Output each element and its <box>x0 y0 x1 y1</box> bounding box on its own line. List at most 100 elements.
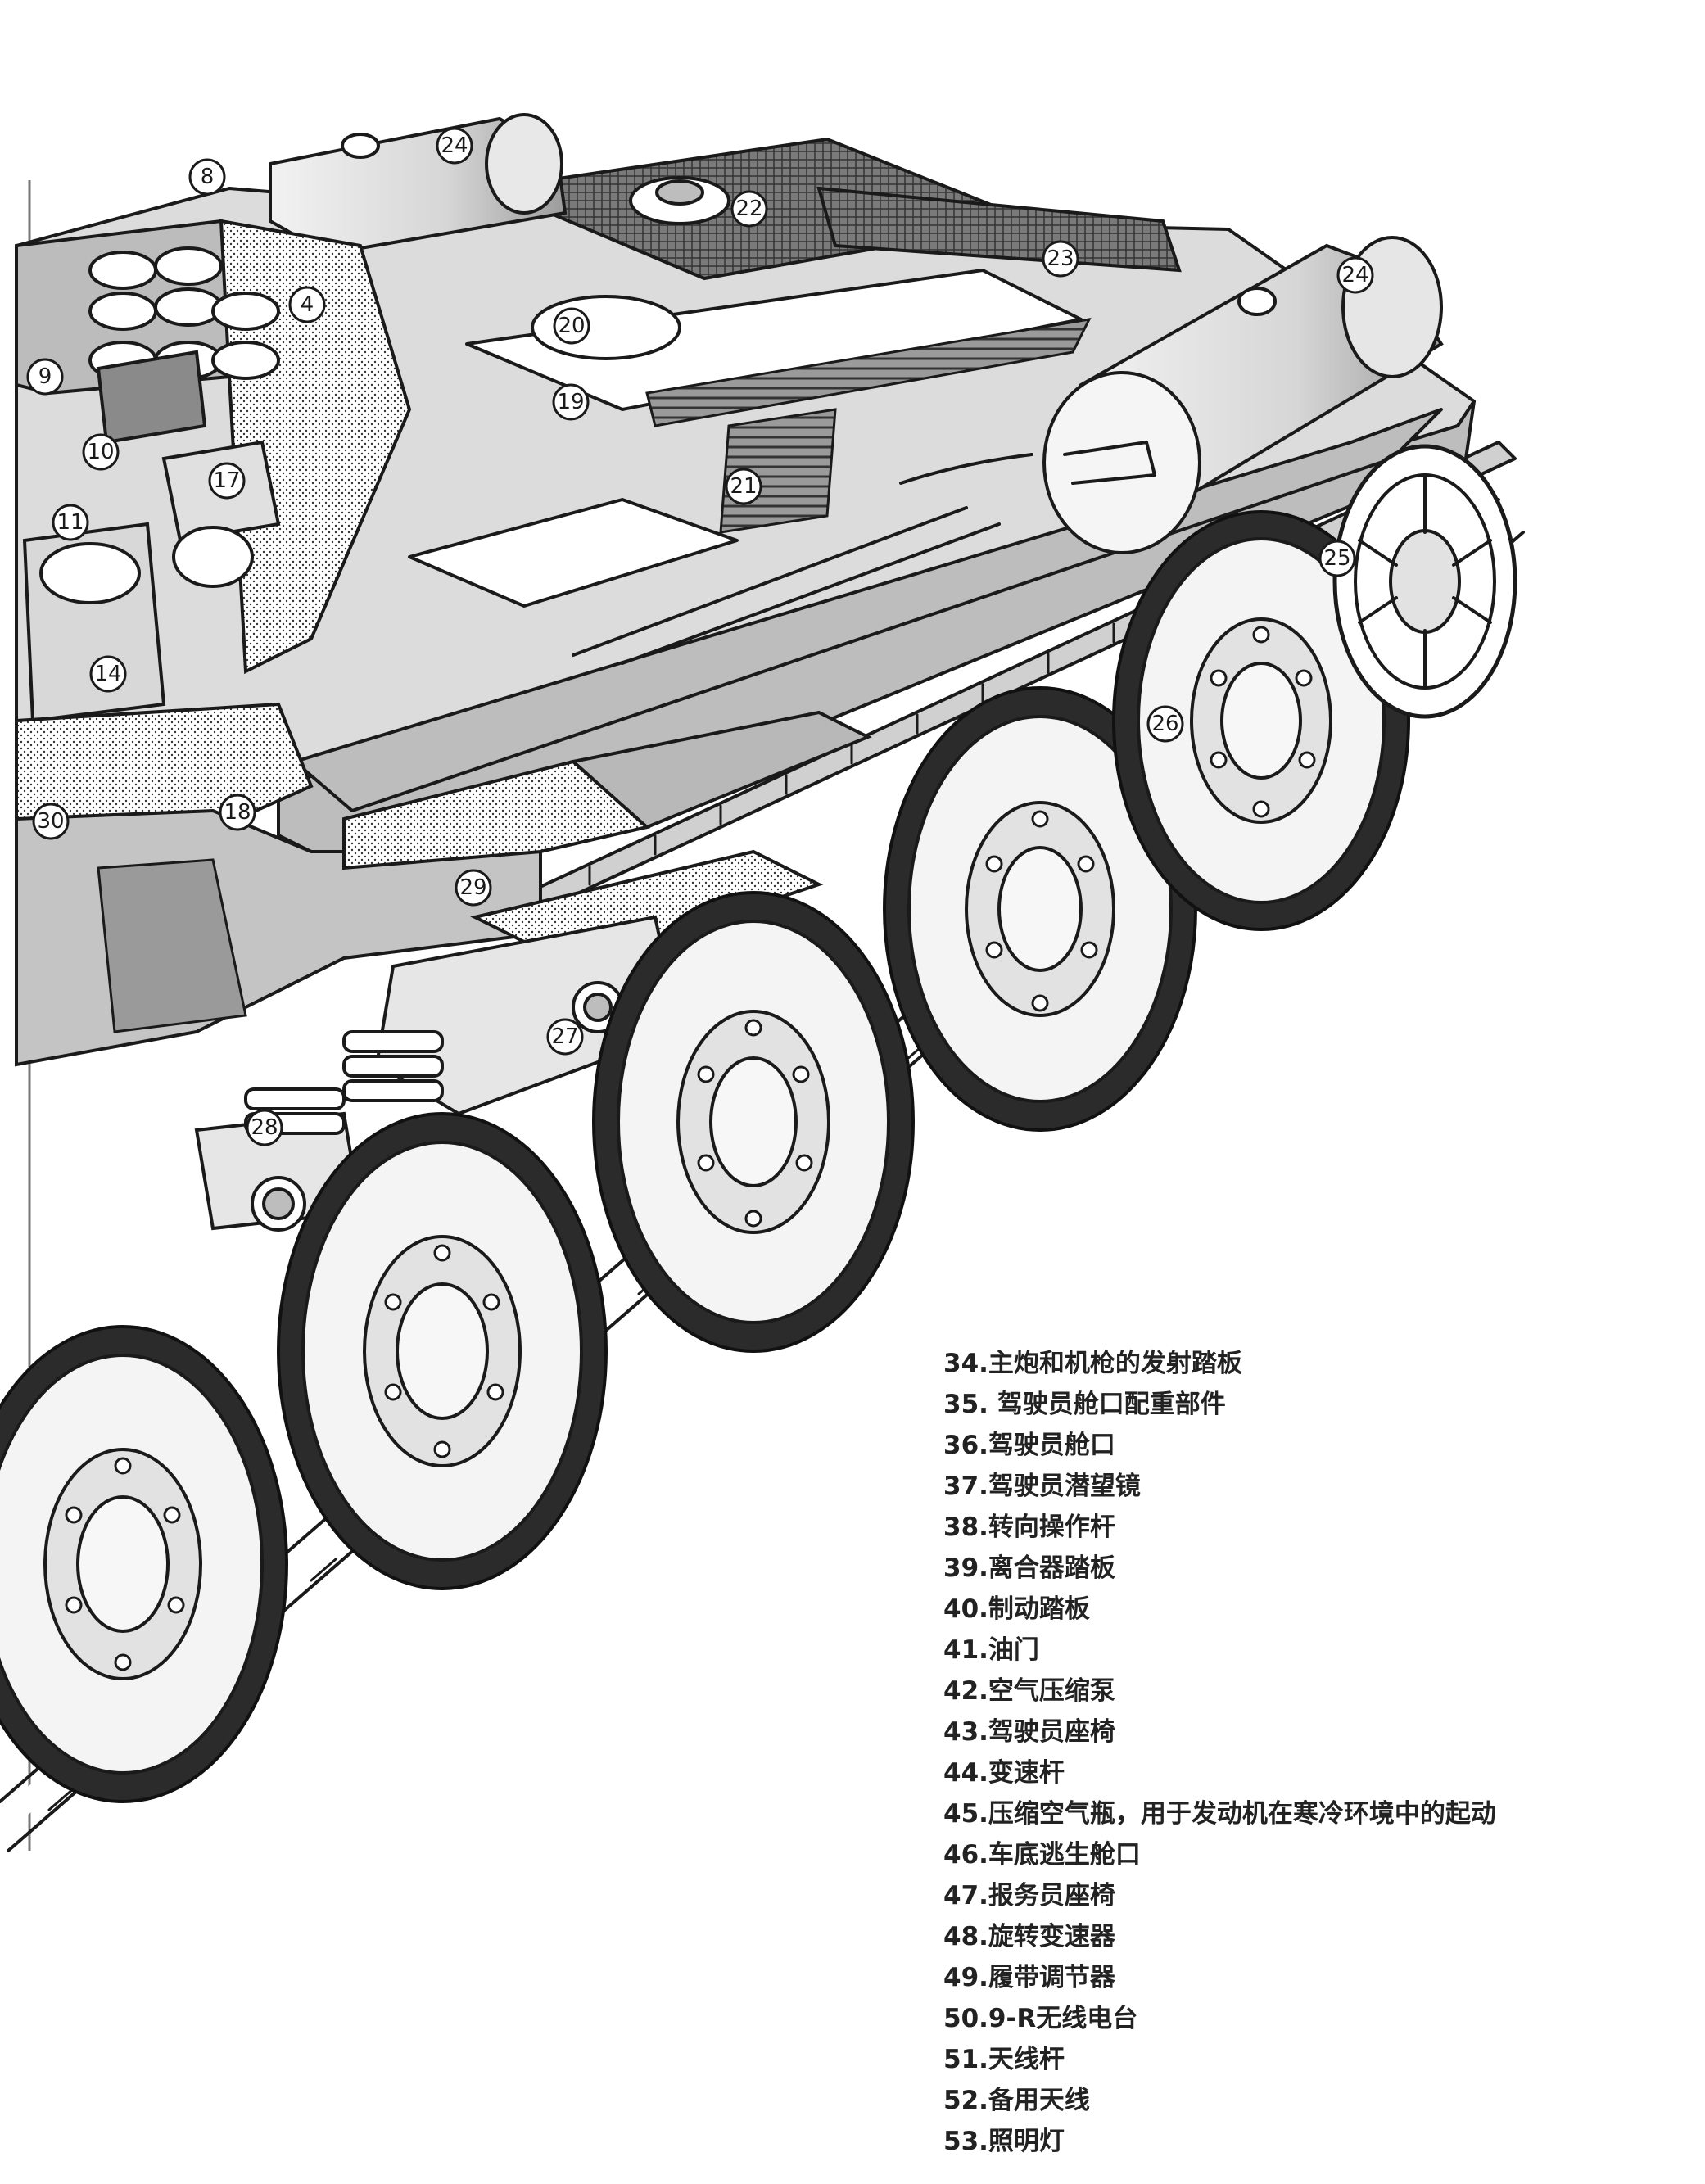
legend-number: 51. <box>943 2045 988 2074</box>
suspension-housing <box>194 915 682 1232</box>
callout-19: 19 <box>552 383 590 421</box>
legend-number: 53. <box>943 2127 988 2156</box>
legend-text: 驾驶员座椅 <box>988 1717 1115 1747</box>
callout-number: 23 <box>1047 246 1074 271</box>
legend-text: 油门 <box>988 1635 1039 1665</box>
legend-text: 变速杆 <box>988 1758 1065 1788</box>
cutaway-engine-compartment <box>15 219 412 723</box>
legend-number: 43. <box>943 1717 988 1747</box>
callout-27: 27 <box>546 1018 584 1056</box>
legend-item: 44.变速杆 <box>943 1752 1496 1793</box>
callout-number: 4 <box>301 292 314 317</box>
callout-29: 29 <box>455 869 492 907</box>
legend-item: 36.驾驶员舱口 <box>943 1425 1496 1466</box>
callout-number: 30 <box>37 809 64 834</box>
callout-number: 25 <box>1323 546 1350 571</box>
external-fuel-tank-rear <box>269 113 568 256</box>
callout-number: 29 <box>459 875 486 900</box>
callout-26: 26 <box>1146 705 1184 743</box>
legend-text: 转向操作杆 <box>988 1513 1115 1542</box>
legend-text: 备用天线 <box>988 2086 1090 2115</box>
legend-text: 履带调节器 <box>988 1963 1115 1992</box>
callout-number: 18 <box>224 800 251 825</box>
legend-item: 40.制动踏板 <box>943 1589 1496 1630</box>
legend-number: 49. <box>943 1963 988 1992</box>
legend-text: 天线杆 <box>988 2045 1065 2074</box>
legend-text: 9-R无线电台 <box>988 2004 1138 2033</box>
legend-item: 49.履带调节器 <box>943 1957 1496 1998</box>
legend-item: 46.车底逃生舱口 <box>943 1834 1496 1875</box>
legend-item: 37.驾驶员潜望镜 <box>943 1466 1496 1507</box>
callout-24b: 24 <box>1336 256 1374 294</box>
legend-item: 42.空气压缩泵 <box>943 1671 1496 1711</box>
legend-number: 39. <box>943 1553 988 1583</box>
legend-item: 39.离合器踏板 <box>943 1548 1496 1589</box>
callout-21: 21 <box>725 468 762 505</box>
legend-text: 车底逃生舱口 <box>988 1840 1141 1870</box>
callout-30: 30 <box>32 803 70 840</box>
air-filter <box>96 350 207 445</box>
callout-14: 14 <box>89 655 127 693</box>
legend-number: 41. <box>943 1635 988 1665</box>
callout-22: 22 <box>730 190 768 228</box>
legend-number: 36. <box>943 1431 988 1460</box>
legend-item: 38.转向操作杆 <box>943 1507 1496 1548</box>
legend-item: 34.主炮和机枪的发射踏板 <box>943 1343 1496 1384</box>
callout-8: 8 <box>188 158 226 196</box>
callout-17: 17 <box>208 462 246 500</box>
legend-text: 主炮和机枪的发射踏板 <box>988 1349 1242 1378</box>
legend-item: 45.压缩空气瓶，用于发动机在寒冷环境中的起动 <box>943 1793 1496 1834</box>
callout-number: 8 <box>201 165 215 189</box>
legend-number: 42. <box>943 1676 988 1706</box>
legend-item: 47.报务员座椅 <box>943 1875 1496 1916</box>
legend-number: 47. <box>943 1881 988 1910</box>
legend-number: 44. <box>943 1758 988 1788</box>
legend-text: 驾驶员舱口 <box>988 1431 1115 1460</box>
legend-number: 38. <box>943 1513 988 1542</box>
legend-number: 52. <box>943 2086 988 2115</box>
callout-number: 22 <box>735 197 762 221</box>
callout-number: 20 <box>558 314 585 338</box>
legend-item: 41.油门 <box>943 1630 1496 1671</box>
callout-4: 4 <box>288 286 326 323</box>
legend-item: 53.照明灯 <box>943 2121 1496 2162</box>
legend-item: 43.驾驶员座椅 <box>943 1711 1496 1752</box>
legend-number: 40. <box>943 1594 988 1624</box>
legend-text: 照明灯 <box>988 2127 1065 2156</box>
road-wheel-3 <box>592 891 915 1353</box>
callout-9: 9 <box>26 358 64 396</box>
callout-28: 28 <box>246 1109 283 1146</box>
legend-item: 35. 驾驶员舱口配重部件 <box>943 1384 1496 1425</box>
callout-number: 19 <box>557 390 584 414</box>
legend-number: 35. <box>943 1390 997 1419</box>
legend-text: 制动踏板 <box>988 1594 1090 1624</box>
callout-20: 20 <box>553 307 590 345</box>
callout-number: 14 <box>94 662 121 686</box>
legend-number: 45. <box>943 1799 988 1829</box>
callout-23: 23 <box>1042 240 1079 278</box>
legend-item: 50.9-R无线电台 <box>943 1998 1496 2039</box>
legend-item: 51.天线杆 <box>943 2039 1496 2080</box>
legend-text: 报务员座椅 <box>988 1881 1115 1910</box>
callout-number: 24 <box>441 133 468 158</box>
parts-legend: 34.主炮和机枪的发射踏板 35. 驾驶员舱口配重部件 36.驾驶员舱口 37.… <box>943 1343 1496 2162</box>
callout-number: 11 <box>57 510 84 535</box>
callout-24: 24 <box>436 127 473 165</box>
callout-number: 17 <box>213 468 240 493</box>
legend-number: 46. <box>943 1840 988 1870</box>
callout-10: 10 <box>82 433 120 471</box>
legend-item: 48.旋转变速器 <box>943 1916 1496 1957</box>
legend-text: 旋转变速器 <box>988 1922 1115 1951</box>
legend-number: 48. <box>943 1922 988 1951</box>
legend-text: 空气压缩泵 <box>988 1676 1115 1706</box>
callout-number: 27 <box>551 1024 578 1049</box>
external-fuel-tank-side <box>1042 236 1444 554</box>
callout-number: 10 <box>87 440 114 464</box>
road-wheel-5 <box>1112 510 1410 931</box>
road-wheel-2 <box>277 1112 608 1590</box>
callout-number: 24 <box>1341 263 1368 287</box>
drive-sprocket <box>1332 444 1517 719</box>
callout-number: 26 <box>1151 712 1178 736</box>
road-wheel-4 <box>883 686 1197 1132</box>
legend-text: 驾驶员舱口配重部件 <box>997 1390 1226 1419</box>
